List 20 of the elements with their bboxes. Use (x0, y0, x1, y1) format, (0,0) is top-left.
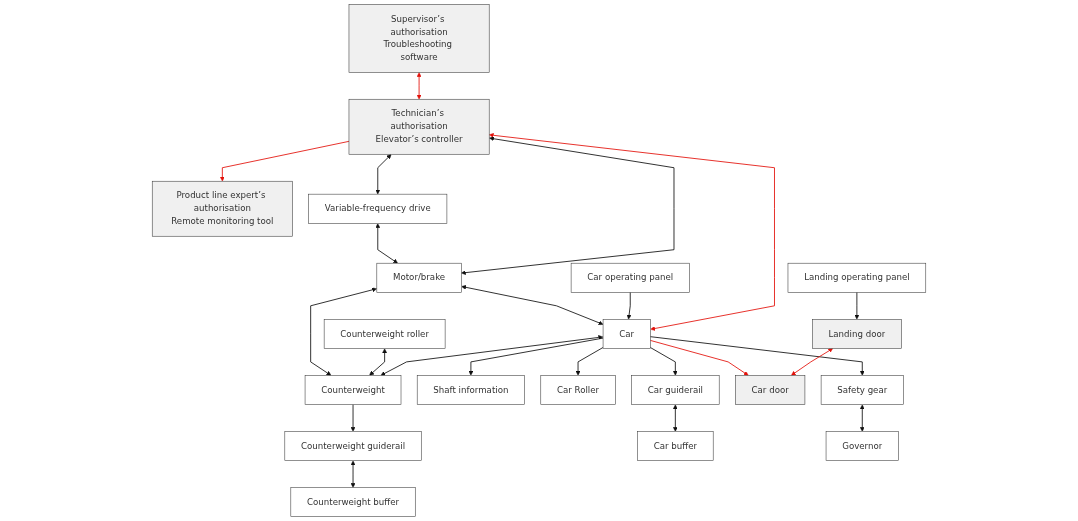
node-box: Counterweight roller (323, 319, 446, 349)
node-box: Counterweight guiderail (284, 431, 422, 461)
node-box: Counterweight (304, 375, 402, 405)
node-box: Landing door (812, 319, 902, 349)
node-box: Landing operating panel (787, 262, 927, 293)
node-box: Motor/brake (376, 262, 462, 293)
node-box: Car guiderail (631, 375, 720, 405)
node-box: Car buffer (637, 431, 714, 461)
node-box: Counterweight buffer (290, 487, 416, 517)
node-box: Car door (735, 375, 806, 405)
node-box: Technician’s authorisation Elevator’s controller (348, 98, 490, 155)
node-box: Supervisor’s authorisation Troubleshooting software (348, 4, 490, 73)
node-box: Variable-frequency drive (308, 193, 448, 224)
node-box: Shaft information (416, 375, 525, 405)
node-box: Car Roller (540, 375, 616, 405)
node-box: Governor (825, 431, 899, 461)
node-box: Car (602, 319, 651, 349)
node-box: Safety gear (820, 375, 904, 405)
node-box: Car operating panel (570, 262, 690, 293)
node-box: Product line expert’s authorisation Remote monitoring tool (151, 180, 293, 237)
